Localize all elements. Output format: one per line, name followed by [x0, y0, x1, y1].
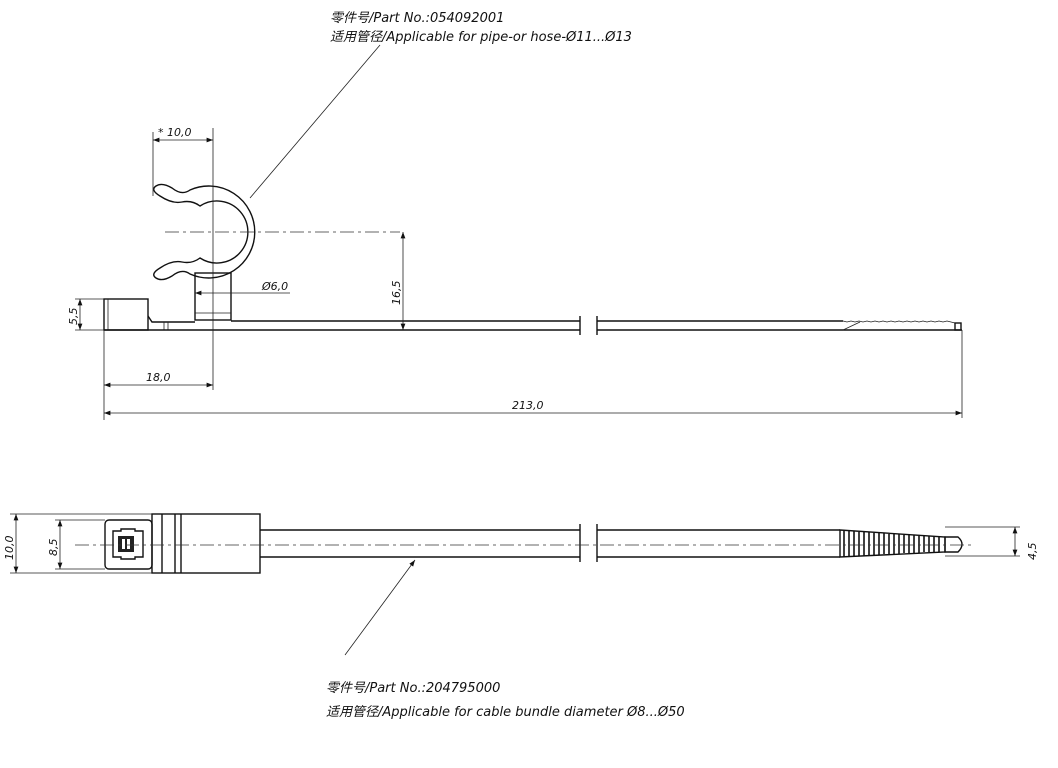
tie-head-side: [103, 298, 149, 331]
dim-clip-width: * 10,0: [158, 126, 192, 139]
top-applicable-text: 适用管径/Applicable for pipe-or hose-Ø11...Ø…: [330, 30, 632, 45]
side-view: 零件号/Part No.:054092001 适用管径/Applicable f…: [67, 11, 963, 420]
hose-clip: [153, 183, 256, 281]
dim-clip-offset: 18,0: [146, 371, 171, 384]
top-leader-line: [249, 44, 381, 199]
buckle: [104, 519, 153, 570]
dim-head-width: 10,0: [3, 536, 16, 561]
tie-head-top: [151, 513, 261, 574]
dim-clip-height: 16,5: [390, 281, 403, 306]
top-view: 10,0 8,5 4,5 零件号/Part No.:204795000 适用管径…: [3, 513, 1039, 720]
top-part-number: 零件号/Part No.:054092001: [330, 11, 504, 26]
bottom-leader-line: [344, 559, 416, 656]
dim-head-height: 5,5: [67, 308, 80, 326]
bottom-applicable-text: 适用管径/Applicable for cable bundle diamete…: [326, 705, 685, 720]
dim-stem-diameter: Ø6,0: [261, 280, 288, 293]
dim-band-width: 4,5: [1026, 543, 1039, 561]
bottom-part-number: 零件号/Part No.:204795000: [326, 681, 500, 696]
dim-total-length: 213,0: [512, 399, 544, 412]
dim-head-inner: 8,5: [47, 539, 60, 557]
